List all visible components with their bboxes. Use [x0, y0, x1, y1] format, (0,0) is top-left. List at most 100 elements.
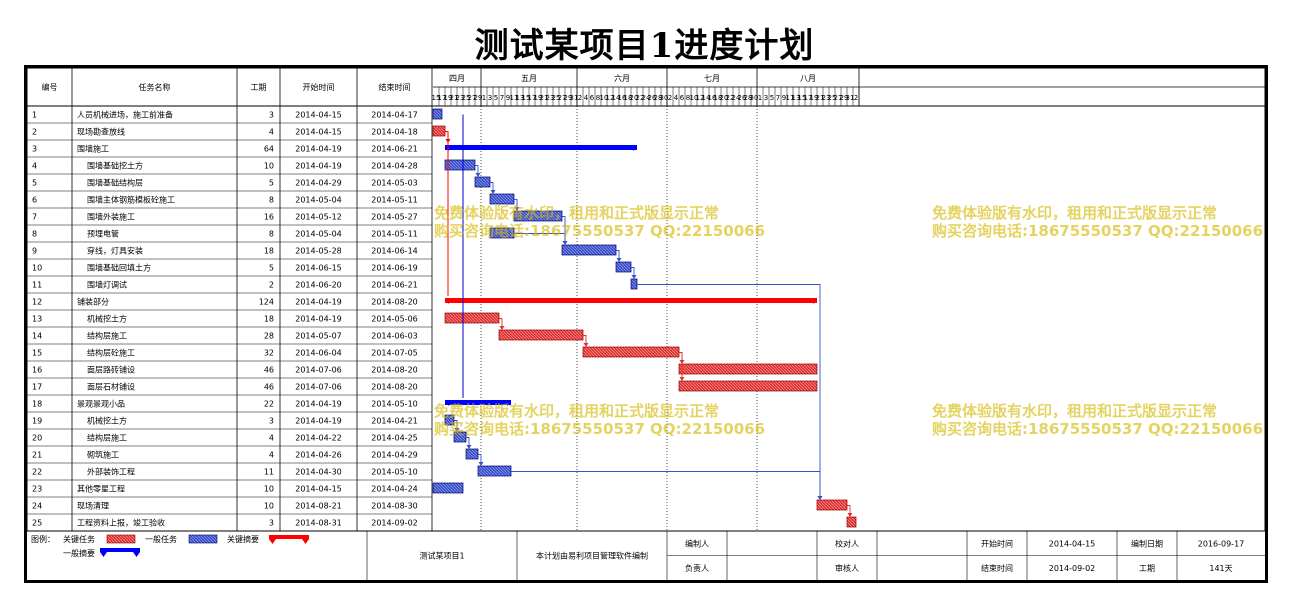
- day-tick-label: 2: [578, 94, 582, 102]
- day-tick-label: 20: [720, 94, 729, 102]
- day-tick-label: 31: [846, 94, 855, 102]
- day-tick-label: 30: [750, 94, 759, 102]
- cell-id: 2: [32, 128, 37, 137]
- day-tick-label: 15: [798, 94, 807, 102]
- day-tick-label: 18: [714, 94, 723, 102]
- dependency-arrow: [514, 207, 520, 211]
- day-tick-label: 27: [468, 94, 477, 102]
- task-bar: [474, 176, 491, 188]
- column-header: 工期: [251, 83, 267, 92]
- cell-end: 2014-05-03: [371, 179, 418, 188]
- day-tick-label: 31: [570, 94, 579, 102]
- cell-duration: 124: [259, 298, 274, 307]
- cell-task-name: 其他零星工程: [77, 484, 125, 494]
- cell-start: 2014-08-31: [295, 519, 342, 528]
- cell-id: 20: [32, 434, 42, 443]
- cell-task-name: 围墙基础结构层: [87, 178, 143, 188]
- cell-id: 3: [32, 145, 37, 154]
- cell-duration: 3: [269, 111, 274, 120]
- cell-start: 2014-05-07: [295, 332, 342, 341]
- cell-start: 2014-07-06: [295, 366, 342, 375]
- cell-start: 2014-04-19: [295, 162, 342, 171]
- cell-duration: 32: [264, 349, 274, 358]
- day-tick-label: 14: [612, 94, 621, 102]
- watermark-text: 购买咨询电话:18675550537 QQ:22150066: [932, 222, 1263, 240]
- dependency-link: [475, 165, 479, 175]
- day-tick-label: 15: [432, 94, 441, 102]
- cell-start: 2014-04-22: [295, 434, 342, 443]
- cell-task-name: 围墙基础挖土方: [87, 161, 143, 171]
- day-tick-label: 5: [494, 94, 498, 102]
- task-bar: [432, 482, 464, 494]
- cell-end: 2014-04-28: [371, 162, 418, 171]
- footer-duration-label: 工期: [1139, 564, 1155, 573]
- day-tick-label: 13: [516, 94, 525, 102]
- day-tick-label: 11: [786, 94, 795, 102]
- dependency-arrow: [475, 173, 481, 177]
- legend-normal-summary-swatch-ends: [100, 552, 140, 557]
- dependency-arrow: [466, 445, 472, 449]
- cell-id: 12: [32, 298, 42, 307]
- dependency-link: [478, 454, 482, 464]
- cell-end: 2014-08-30: [371, 502, 418, 511]
- day-tick-label: 12: [606, 94, 615, 102]
- column-header: 开始时间: [303, 82, 335, 92]
- cell-task-name: 机械挖土方: [87, 314, 127, 324]
- cell-duration: 28: [264, 332, 274, 341]
- task-bar: [444, 414, 455, 426]
- cell-task-name: 工程资料上报，竣工验收: [77, 518, 165, 528]
- month-label: 四月: [449, 74, 465, 83]
- cell-id: 24: [32, 502, 42, 511]
- task-bar: [444, 159, 476, 171]
- cell-end: 2014-04-24: [371, 485, 418, 494]
- dependency-arrow: [583, 343, 589, 347]
- cell-task-name: 围墙灯调试: [87, 280, 127, 290]
- cell-id: 9: [32, 247, 37, 256]
- cell-start: 2014-04-19: [295, 298, 342, 307]
- cell-start: 2014-06-04: [295, 349, 342, 358]
- dependency-link: [679, 352, 683, 379]
- dependency-arrow: [616, 258, 622, 262]
- day-tick-label: 23: [822, 94, 831, 102]
- dependency-link: [847, 505, 851, 515]
- cell-duration: 18: [264, 315, 274, 324]
- cell-start: 2014-05-28: [295, 247, 342, 256]
- cell-duration: 10: [264, 502, 274, 511]
- summary-bar: [445, 298, 817, 303]
- day-tick-label: 6: [680, 94, 685, 102]
- cell-id: 5: [32, 179, 37, 188]
- cell-start: 2014-05-04: [295, 230, 342, 239]
- cell-end: 2014-04-29: [371, 451, 418, 460]
- cell-id: 22: [32, 468, 42, 477]
- dependency-arrow: [454, 428, 460, 432]
- cell-end: 2014-04-18: [371, 128, 418, 137]
- day-tick-label: 9: [506, 94, 510, 102]
- cell-duration: 3: [269, 417, 274, 426]
- day-tick-label: 26: [738, 94, 747, 102]
- day-tick-label: 25: [462, 94, 471, 102]
- footer-start-value: 2014-04-15: [1049, 539, 1096, 548]
- day-tick-label: 27: [558, 94, 567, 102]
- cell-end: 2014-06-19: [371, 264, 418, 273]
- cell-end: 2014-06-14: [371, 247, 418, 256]
- cell-start: 2014-05-04: [295, 196, 342, 205]
- watermark-text: 免费体验版有水印，租用和正式版显示正常: [932, 204, 1217, 222]
- task-bar: [477, 465, 512, 477]
- day-tick-label: 24: [732, 94, 741, 102]
- cell-id: 23: [32, 485, 42, 494]
- day-tick-label: 26: [648, 94, 657, 102]
- dependency-link: [466, 437, 470, 447]
- day-tick-label: 20: [630, 94, 639, 102]
- day-tick-label: 2: [854, 94, 858, 102]
- month-label: 五月: [521, 74, 537, 83]
- cell-duration: 4: [269, 434, 274, 443]
- day-tick-label: 2: [668, 94, 672, 102]
- footer-note: 本计划由易利项目管理软件编制: [536, 551, 648, 561]
- day-tick-label: 28: [654, 94, 663, 102]
- cell-end: 2014-05-11: [371, 196, 418, 205]
- day-tick-label: 7: [500, 94, 504, 102]
- cell-task-name: 面层路砖铺设: [87, 365, 135, 375]
- cell-id: 4: [32, 162, 37, 171]
- cell-task-name: 面层石材铺设: [87, 382, 135, 392]
